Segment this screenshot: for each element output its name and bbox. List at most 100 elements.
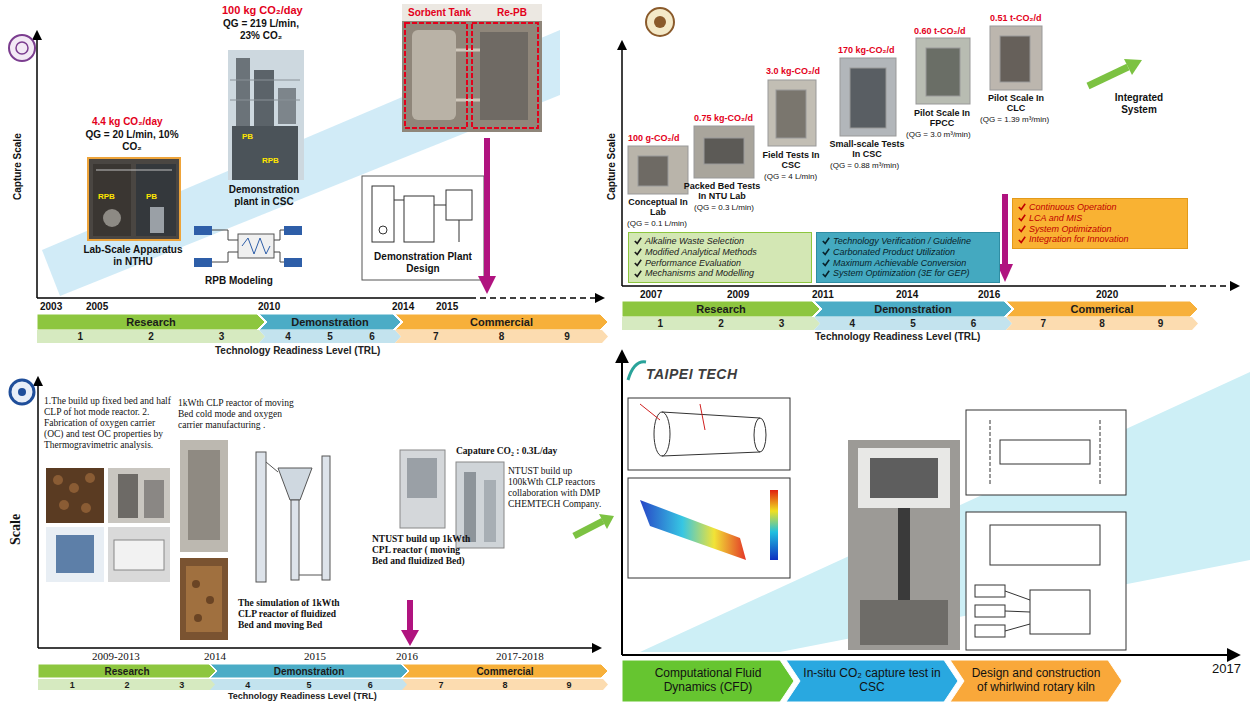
task-item: Performance Evaluation — [645, 258, 741, 269]
photo-caption: Small-scale Tests In CSC — [828, 139, 906, 160]
trl-strip: 123 — [38, 679, 216, 690]
task-box: Continuous OperationLCA and MISSystem Op… — [1012, 198, 1188, 249]
year-tick: 2010 — [258, 301, 280, 313]
phase-chevron: Design and construction of whirlwind rot… — [950, 660, 1122, 702]
check-mark-stroke — [635, 238, 641, 244]
illustration-part — [53, 475, 63, 485]
task-item: Mechanisms and Modelling — [645, 268, 754, 279]
year-tick: 2016 — [978, 289, 1000, 301]
shape-fill — [395, 330, 608, 343]
illustration-part — [478, 276, 496, 294]
node-body: 123 — [37, 330, 265, 343]
trl-number: 9 — [564, 331, 570, 342]
axis-caption: Technology Readiness Level (TRL) — [228, 691, 377, 701]
node-body: 456 — [814, 317, 1012, 330]
illustration-part — [206, 596, 214, 604]
node-body: 789 — [402, 679, 608, 690]
node-body: Research — [622, 301, 820, 317]
stage-name: Commercial — [470, 316, 533, 328]
list-row: Modified Analytical Methods — [634, 247, 806, 258]
illustration-part — [407, 600, 413, 630]
illustration-part — [628, 398, 790, 470]
node-body: 123 — [38, 679, 216, 690]
node-body: Commercial — [402, 664, 608, 678]
illustration-part — [402, 4, 542, 132]
trl-number: 2 — [148, 331, 154, 342]
check-mark — [634, 237, 642, 245]
illustration-part — [898, 508, 910, 600]
trl-strip: 123 — [622, 317, 820, 330]
year-tick: 2015 — [436, 301, 458, 313]
illustration-part — [379, 226, 387, 234]
axis-title: Scale — [8, 514, 24, 545]
trl-strip: 456 — [259, 330, 401, 343]
axis-title: Capture Scale — [12, 133, 24, 200]
illustration-part — [434, 205, 446, 206]
trl-number: 4 — [850, 318, 856, 329]
demo-plant-photo — [228, 50, 304, 180]
check-mark-stroke — [823, 260, 829, 266]
illustration-part — [848, 440, 960, 650]
trl-number: 8 — [499, 331, 505, 342]
trl-number: 5 — [306, 680, 311, 690]
trl-number: 3 — [779, 318, 785, 329]
task-item: Continuous Operation — [1029, 202, 1117, 213]
task-box: Technology Verification / GuidelineCarbo… — [816, 232, 1000, 283]
stage-name: Research — [126, 316, 176, 328]
check-mark-stroke — [1019, 226, 1025, 232]
trl-number: 4 — [285, 331, 291, 342]
description: NTUST build up 100kWth CLP reactors coll… — [508, 466, 606, 510]
trl-number: 6 — [368, 680, 373, 690]
year-tick: 2003 — [40, 301, 62, 313]
illustration-part — [472, 23, 538, 128]
check-mark — [1018, 236, 1026, 244]
stage-name: In-situ CO₂ capture test in CSC — [802, 667, 942, 695]
flow-condition: QG = 20 L/min, 10% CO₂ — [82, 129, 182, 152]
trl-number: 6 — [369, 331, 375, 342]
background-trend — [42, 30, 1250, 652]
rpb-flowsheet — [194, 226, 302, 267]
check-mark-stroke — [635, 260, 641, 266]
node-body: 456 — [210, 679, 408, 690]
photo-tag: PB — [146, 192, 157, 201]
shape-fill — [38, 679, 216, 690]
axis-caption: Technology Readiness Level (TRL) — [815, 331, 980, 343]
illustration-part — [966, 410, 1126, 495]
check-mark — [1018, 225, 1026, 233]
illustration-part — [916, 38, 970, 104]
illustration-part — [694, 126, 754, 178]
check-mark — [634, 248, 642, 256]
illustration-part — [975, 585, 1005, 597]
stage-name: Commerical — [1071, 303, 1134, 315]
stage-band: Commercial — [395, 314, 608, 330]
trl-number: 3 — [219, 331, 225, 342]
illustration-part — [1000, 36, 1030, 82]
flow-condition: (QG = 1.39 m³/min) — [980, 115, 1049, 124]
description: 1kWth CLP reactor of moving Bed cold mod… — [178, 398, 300, 431]
illustration-part — [69, 483, 79, 493]
illustration-part — [446, 190, 472, 220]
shape-fill — [814, 301, 1012, 317]
illustration-part — [38, 647, 600, 649]
illustration-part — [93, 164, 131, 236]
illustration-part — [990, 420, 991, 485]
shape-fill — [259, 314, 401, 330]
illustration-part — [16, 42, 28, 54]
illustration-part — [394, 200, 404, 201]
photo-tag: RPB — [262, 156, 279, 165]
illustration-part — [628, 362, 646, 380]
task-item: LCA and MIS — [1029, 213, 1082, 224]
stage-name: Design and construction of whirlwind rot… — [966, 667, 1106, 695]
year-tick: 2005 — [86, 301, 108, 313]
node-body: Demonstration — [210, 664, 408, 678]
logos — [9, 8, 674, 404]
illustration-part — [407, 458, 437, 498]
capture-rate: 4.4 kg CO₂/day — [92, 116, 163, 128]
shape-fill — [402, 679, 608, 690]
illustration-part — [621, 42, 623, 286]
illustration-part — [640, 404, 660, 420]
year-tick: 2014 — [896, 289, 918, 301]
illustration-part — [37, 297, 470, 299]
illustration-part — [770, 490, 778, 560]
ntust-photos — [46, 440, 504, 640]
